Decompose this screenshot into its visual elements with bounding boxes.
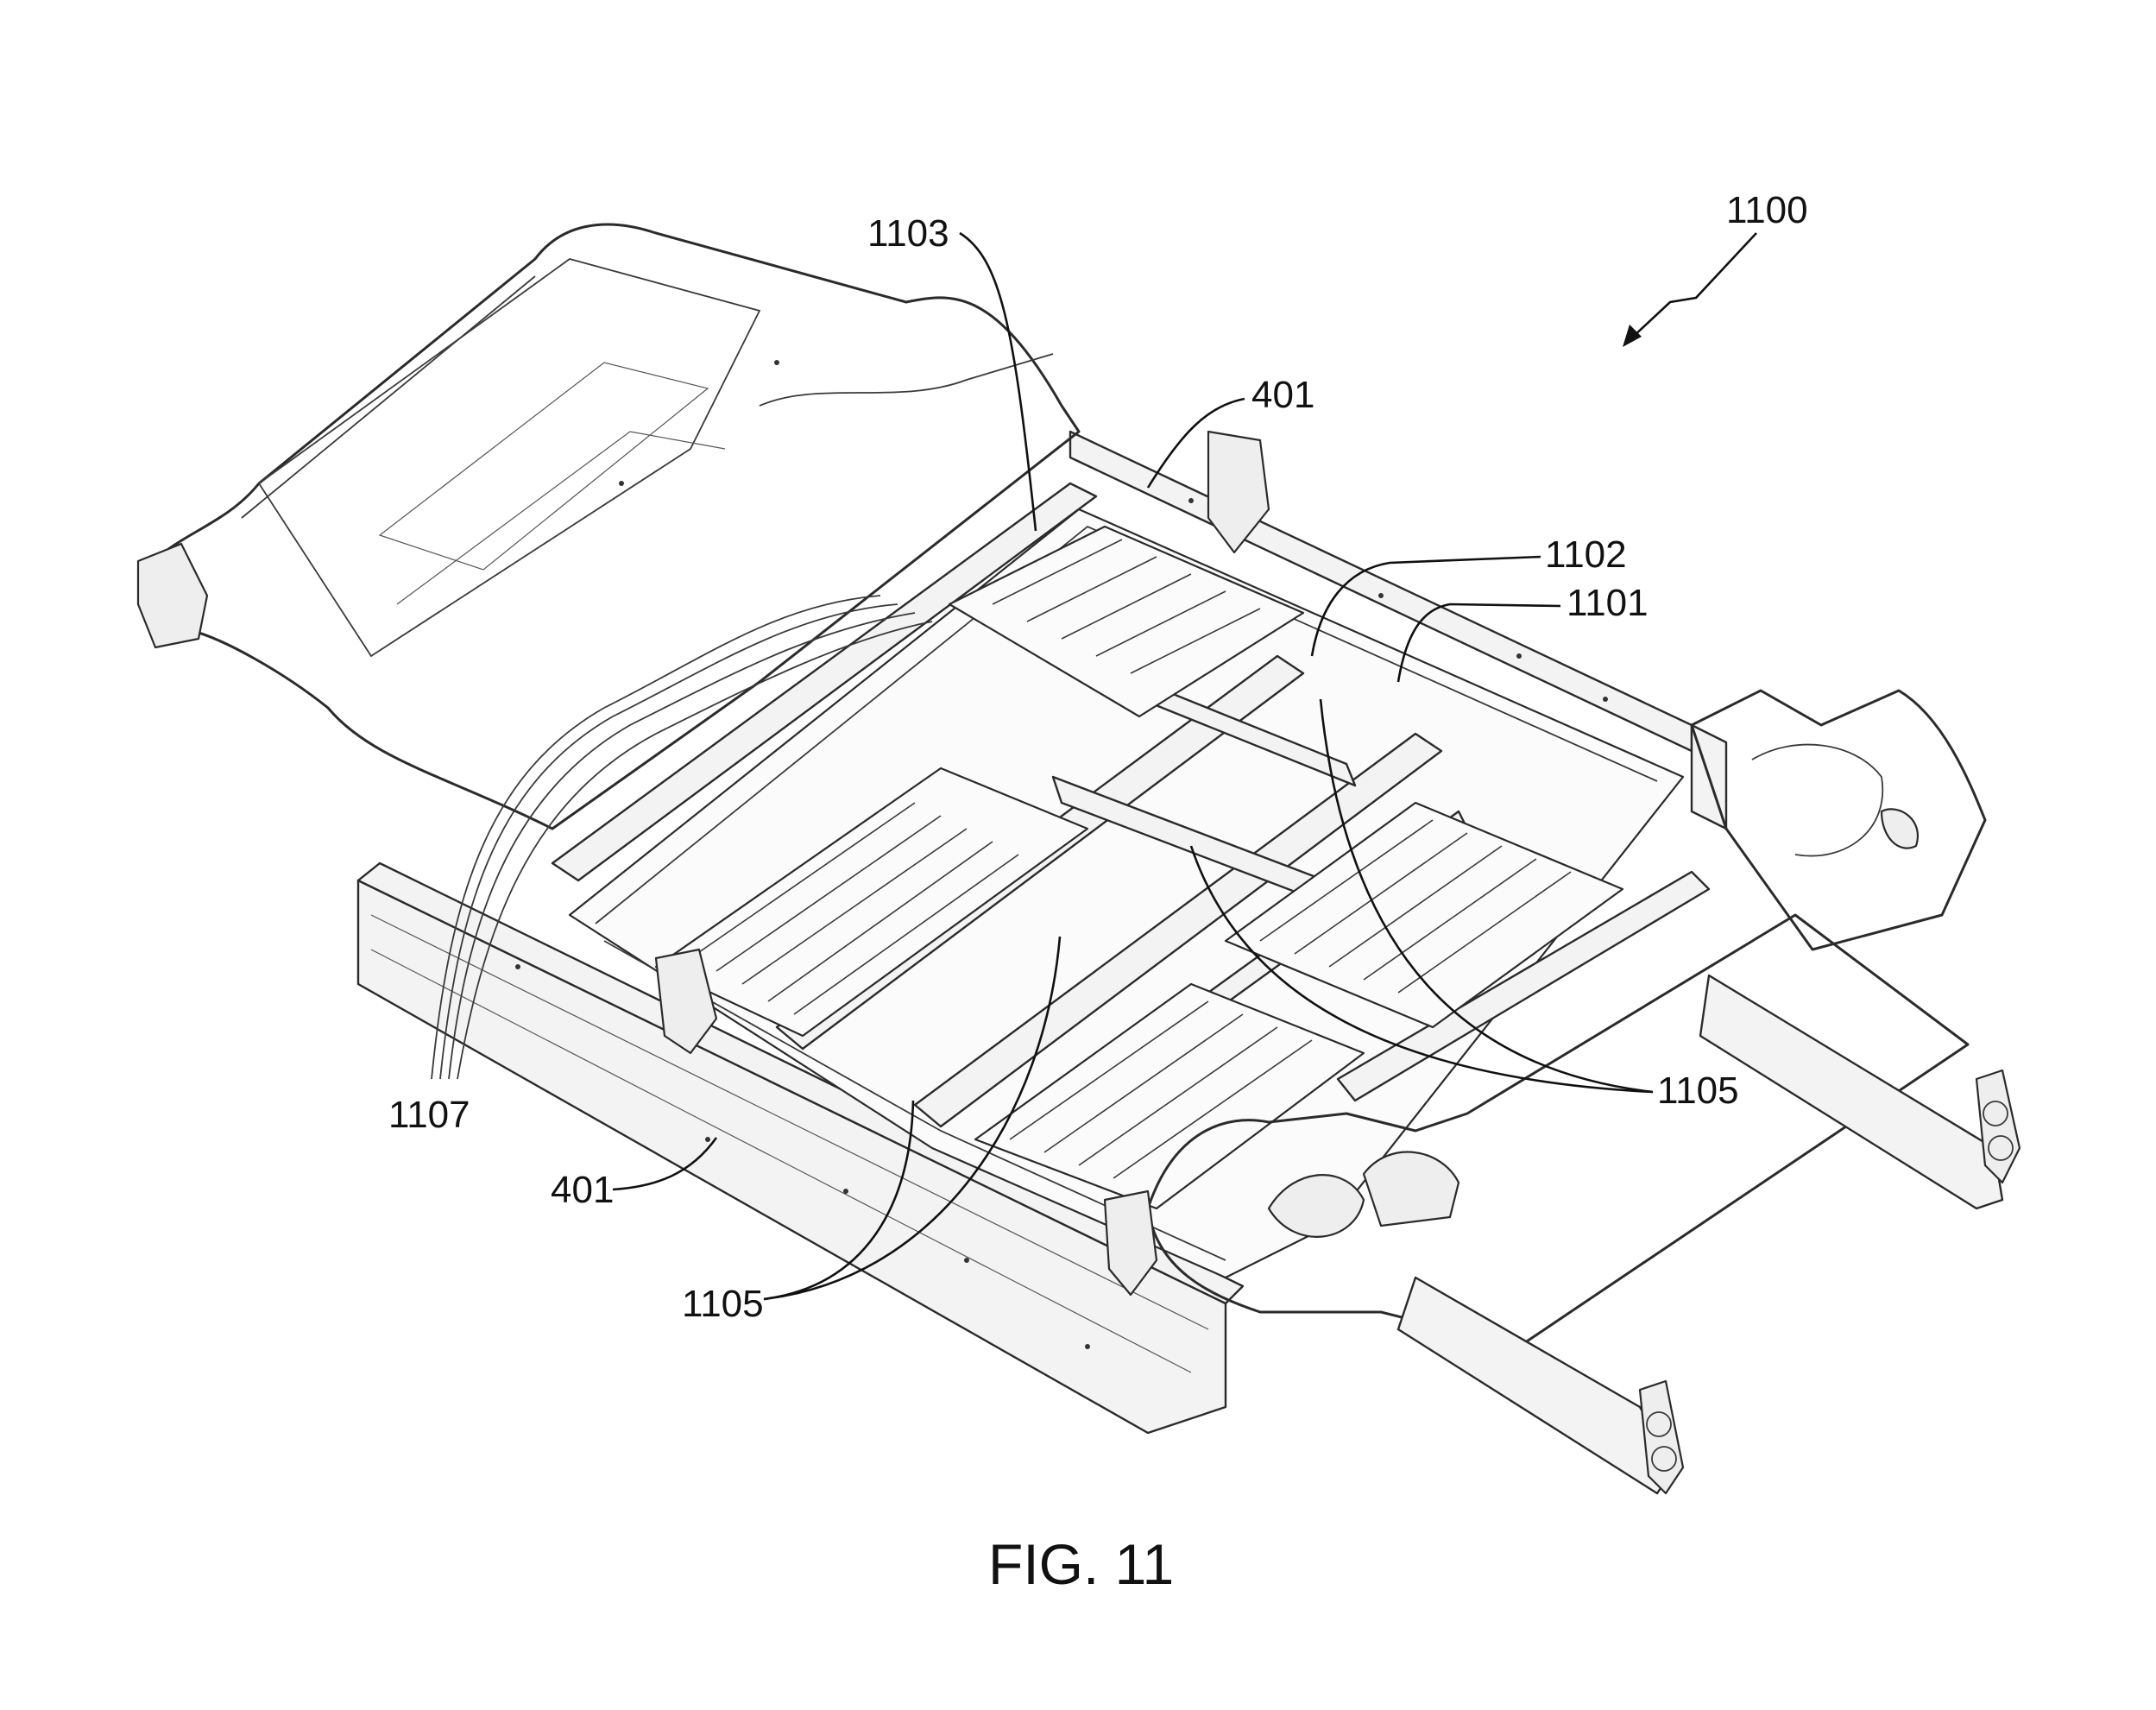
cable-bundle [431, 595, 933, 1080]
rear-mount-plate-right [1975, 1069, 2021, 1184]
label-1102: 1102 [1545, 533, 1627, 576]
leader-1105-bottom-b [763, 936, 1062, 1301]
label-1100: 1100 [1726, 189, 1808, 231]
label-1101: 1101 [1567, 582, 1649, 624]
fastener-dots [515, 360, 1608, 1349]
leader-1105-bottom-a [763, 1100, 915, 1301]
leader-1105-right-b [1189, 845, 1654, 1094]
label-1103: 1103 [867, 212, 949, 255]
leader-1103 [959, 231, 1037, 532]
rear-subframe [1146, 913, 2004, 1495]
leader-401-bottom [612, 1137, 718, 1191]
vehicle-platform-drawing [136, 223, 2021, 1495]
label-401-top: 401 [1251, 374, 1314, 416]
battery-module-front-right [948, 525, 1305, 718]
figure-caption: FIG. 11 [988, 1532, 1174, 1596]
leader-1105-right-a [1319, 698, 1654, 1094]
leader-1100 [1630, 232, 1757, 339]
leader-1100-arrowhead [1623, 325, 1642, 347]
sill-brackets [654, 430, 1270, 1297]
leader-401-top [1146, 397, 1245, 489]
rear-upper-structure [1690, 689, 1987, 951]
reference-annotations: 1100 1103 401 1102 1101 1105 1107 401 11… [388, 189, 1808, 1596]
front-body-structure [136, 223, 1081, 830]
label-1105-bottom: 1105 [682, 1283, 764, 1325]
label-1105-right: 1105 [1657, 1070, 1739, 1112]
label-1107: 1107 [388, 1094, 470, 1136]
left-side-sill [356, 861, 1245, 1435]
label-401-bottom: 401 [551, 1169, 614, 1211]
rear-mount-plate-left [1638, 1379, 1685, 1495]
leader-1101 [1396, 603, 1561, 683]
battery-module-rear-right [1224, 801, 1624, 1029]
battery-module-rear-left [974, 982, 1365, 1210]
leader-1102 [1310, 555, 1541, 657]
battery-module-front-left [654, 767, 1089, 1038]
